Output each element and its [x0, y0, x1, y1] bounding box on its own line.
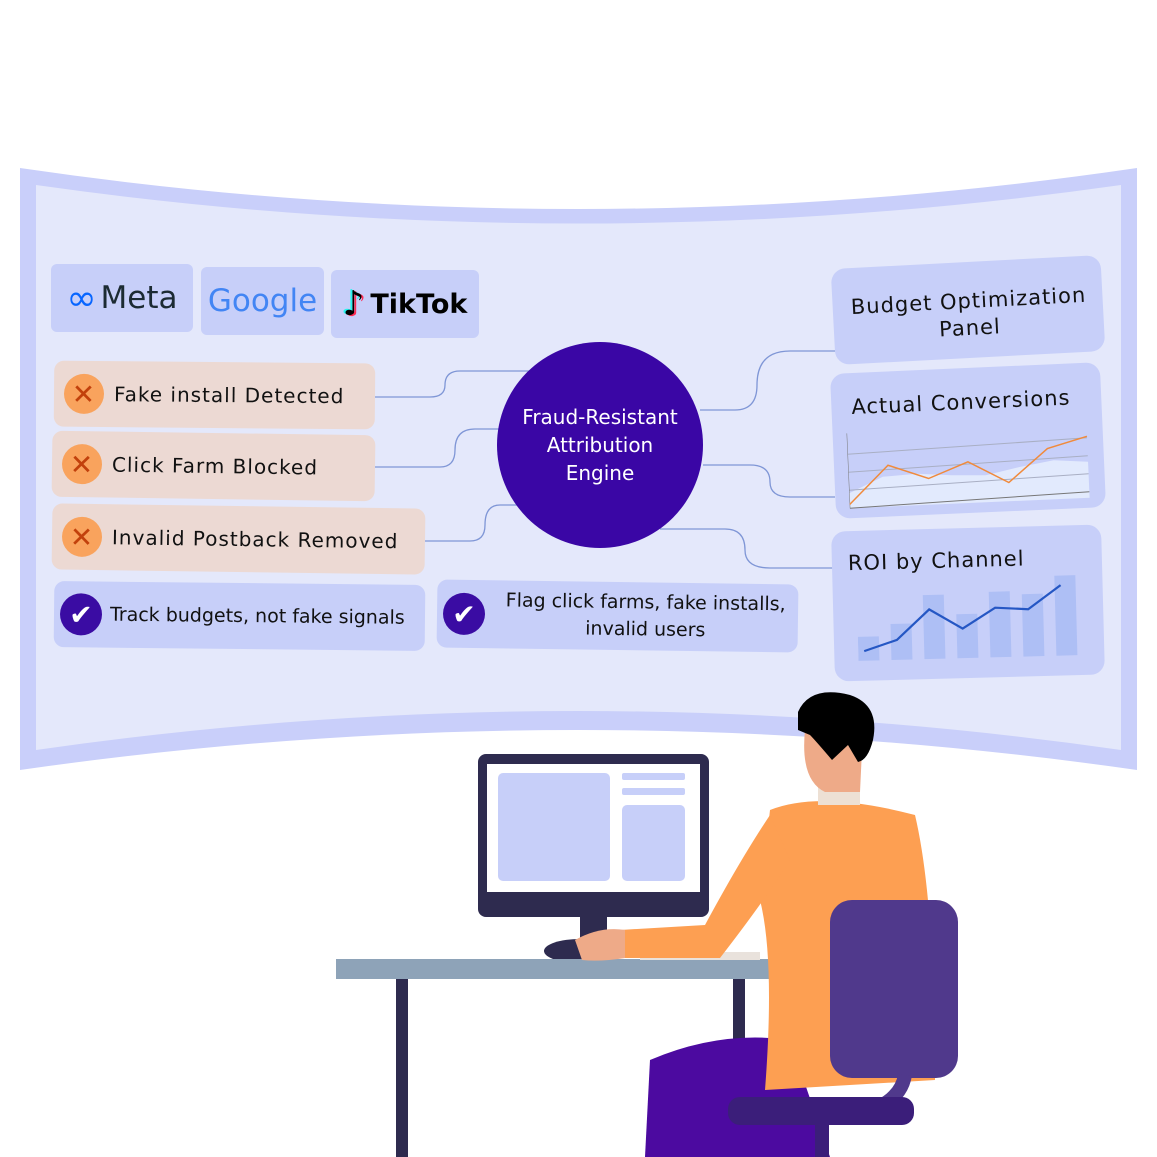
roi-line [863, 584, 1062, 653]
conversions-line [849, 435, 1088, 505]
gridline [849, 473, 1089, 491]
x-axis [849, 491, 1090, 509]
x-icon: ✕ [61, 516, 103, 558]
conversions-chart [846, 433, 1090, 509]
roi-bar [890, 623, 913, 661]
y-axis [846, 433, 851, 509]
benefit-flag-click-farms: ✔ Flag click farms, fake installs, inval… [436, 579, 799, 653]
tiktok-note-icon: ♪ [342, 284, 365, 324]
tiktok-logo: ♪TikTok [331, 270, 479, 338]
roi-bar [1021, 593, 1045, 657]
x-icon: ✕ [61, 443, 103, 485]
check-icon: ✔ [59, 593, 103, 636]
gridline [848, 455, 1088, 473]
meta-infinity-icon: ∞ [66, 277, 97, 319]
roi-by-channel-panel: ROI by Channel [831, 524, 1105, 682]
issue-invalid-postback: ✕Invalid Postback Removed [51, 503, 426, 575]
budget-optimization-panel: Budget Optimization Panel [830, 255, 1106, 365]
x-icon: ✕ [63, 373, 105, 415]
issue-fake-install: ✕Fake install Detected [53, 360, 376, 430]
conversions-area [849, 460, 1090, 509]
gridline [847, 437, 1088, 455]
benefit-track-budgets: ✔Track budgets, not fake signals [53, 581, 426, 651]
roi-bar [922, 594, 946, 660]
connector-lines [375, 350, 835, 569]
meta-logo: ∞Meta [51, 264, 193, 332]
attribution-engine-node: Fraud-Resistant Attribution Engine [497, 342, 703, 548]
issue-click-farm: ✕Click Farm Blocked [51, 430, 376, 502]
roi-bar [988, 591, 1012, 658]
roi-bar [956, 613, 979, 659]
google-logo: Google [201, 267, 324, 335]
roi-chart [857, 575, 1078, 661]
actual-conversions-panel: Actual Conversions [829, 362, 1107, 519]
roi-bar [1054, 575, 1078, 656]
check-icon: ✔ [442, 592, 486, 636]
